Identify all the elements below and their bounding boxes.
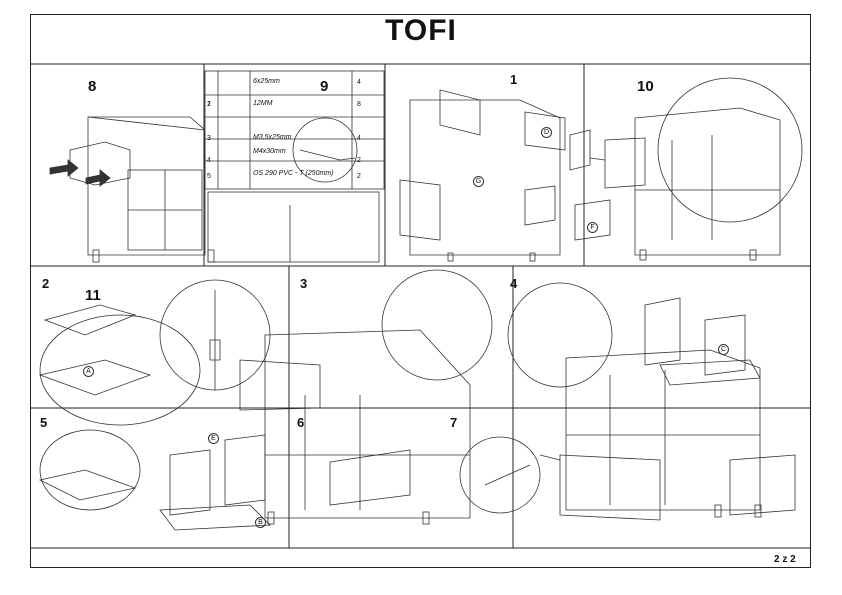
fittings-qty: 8 — [357, 101, 361, 108]
fittings-description: 12MM — [253, 100, 273, 107]
fittings-row: 4 M4x30mm 2 — [205, 148, 384, 173]
fittings-qty: 2 — [357, 157, 361, 164]
fittings-qty: 4 — [357, 135, 361, 142]
fittings-description: M3,5x25mm — [253, 134, 292, 141]
fittings-index: 5 — [207, 173, 211, 180]
fittings-qty: 4 — [357, 79, 361, 86]
part-callout: A — [83, 366, 94, 377]
step10-drawing — [589, 77, 803, 261]
step-number-10: 10 — [637, 78, 654, 95]
step-number-7: 7 — [450, 415, 458, 430]
part-callout: B — [255, 517, 266, 528]
fittings-description: M4x30mm — [253, 148, 286, 155]
fittings-row: 2 12MM 8 — [205, 100, 384, 139]
part-callout: D — [541, 127, 552, 138]
part-callout: G — [473, 176, 484, 187]
step-number-5: 5 — [40, 415, 48, 430]
fittings-index: 3 — [207, 135, 211, 142]
instruction-sheet-border — [30, 14, 811, 568]
fittings-description: OS 290 PVC - T (250mm) — [253, 170, 334, 177]
step-number-8: 8 — [88, 78, 97, 95]
fittings-index: 4 — [207, 157, 211, 164]
step-number-1: 1 — [510, 72, 518, 87]
step3-drawing — [239, 269, 493, 525]
fittings-row: 5 OS 290 PVC - T (250mm) 2 — [205, 167, 384, 189]
step-number-11: 11 — [85, 287, 101, 304]
step-number-6: 6 — [297, 415, 305, 430]
step7-drawing — [459, 436, 561, 514]
fittings-qty: 2 — [357, 173, 361, 180]
step-number-9: 9 — [320, 78, 329, 95]
step-number-3: 3 — [300, 276, 308, 291]
fittings-index: 2 — [207, 101, 211, 108]
fittings-index: 1 — [207, 101, 211, 108]
step2-drawing — [38, 279, 271, 426]
step-number-2: 2 — [42, 276, 50, 291]
step8-drawing — [49, 116, 215, 263]
fittings-table-lines — [204, 70, 385, 263]
step-number-4: 4 — [510, 276, 518, 291]
step5-drawing — [38, 429, 271, 531]
fittings-description: 6x25mm — [253, 78, 280, 85]
fittings-row: 3 M3,5x25mm 4 — [205, 134, 384, 161]
page-number: 2 z 2 — [774, 554, 796, 565]
step4-drawing — [507, 282, 796, 521]
part-callout: F — [587, 222, 598, 233]
fittings-table: 1 6x25mm 4 2 12MM 8 3 M3,5x25mm 4 4 M4x3… — [205, 71, 384, 189]
part-callout: C — [718, 344, 729, 355]
page-title: TOFI — [385, 14, 457, 47]
step1-drawing — [399, 89, 611, 262]
part-callout: E — [208, 433, 219, 444]
fittings-row: 1 6x25mm 4 — [205, 78, 384, 117]
